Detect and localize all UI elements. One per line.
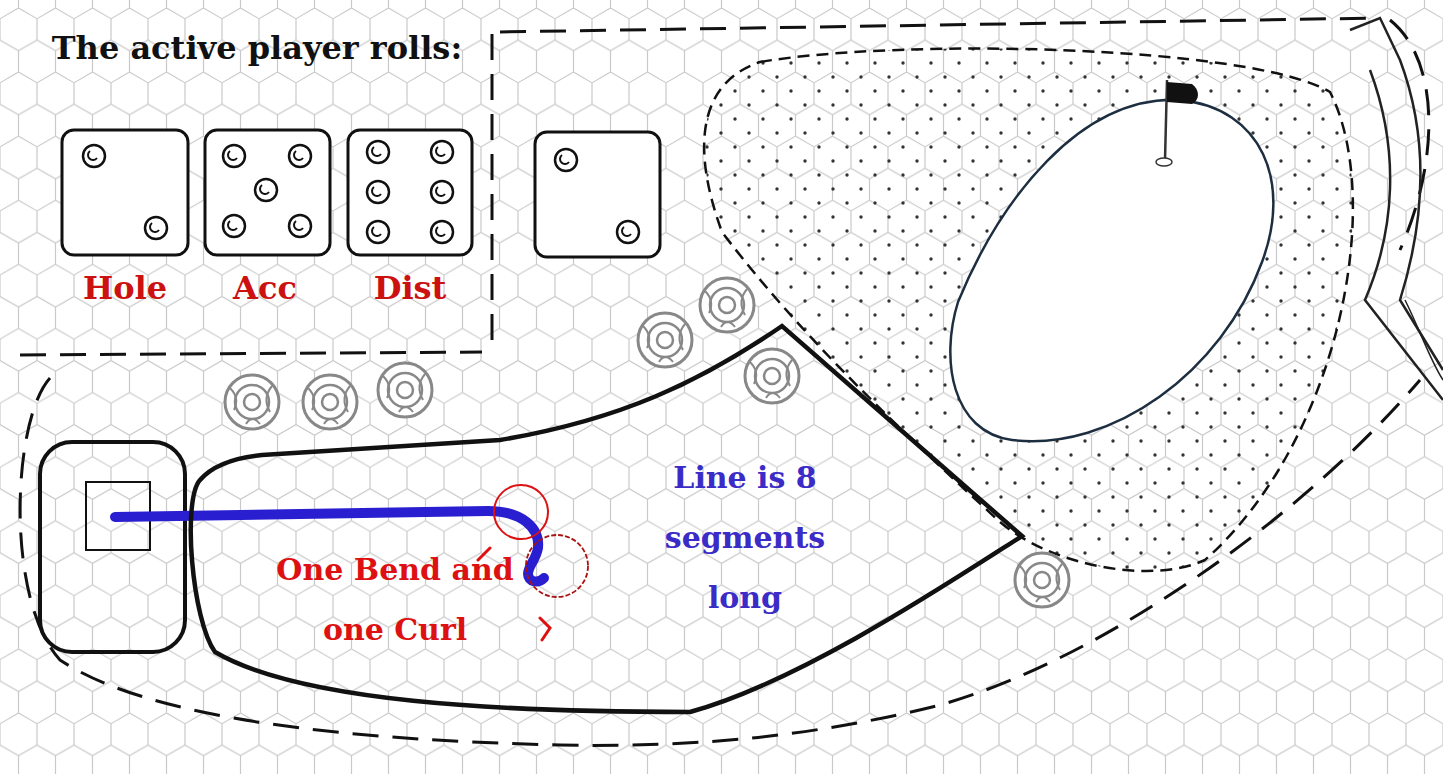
tree [745,349,799,403]
tree [225,375,279,429]
panel-heading: The active player rolls: [37,20,477,76]
tee-area [40,442,185,652]
course-boundary [1390,20,1429,250]
hole-cup [1156,158,1172,166]
fairway: Line is 8 segments longOne Bend and one … [180,300,1040,720]
die-label: Hole [79,268,171,308]
tree [378,363,432,417]
flag [1167,82,1198,104]
course-boundary [500,18,1380,32]
tree [700,278,754,332]
tree [1015,553,1069,607]
putting-surface [950,100,1273,441]
die-label: Acc [229,268,301,308]
fairway-shape [180,300,1040,720]
dice-panel: The active player rolls: Hole Acc Dist [20,0,495,355]
cart-path [1350,18,1443,400]
line-note: Line is 8 segments long [630,448,860,628]
panel-outline [20,30,492,355]
tree [303,375,357,429]
fairway-outline [191,326,1022,712]
cart-path [1405,300,1443,380]
dice [62,130,660,257]
tree [638,313,692,367]
die-label: Dist [370,268,451,308]
flag-pole [1165,80,1167,160]
bend-note: One Bend and one Curl [245,540,545,660]
curl-marker [526,535,588,597]
bend-marker [494,485,548,539]
